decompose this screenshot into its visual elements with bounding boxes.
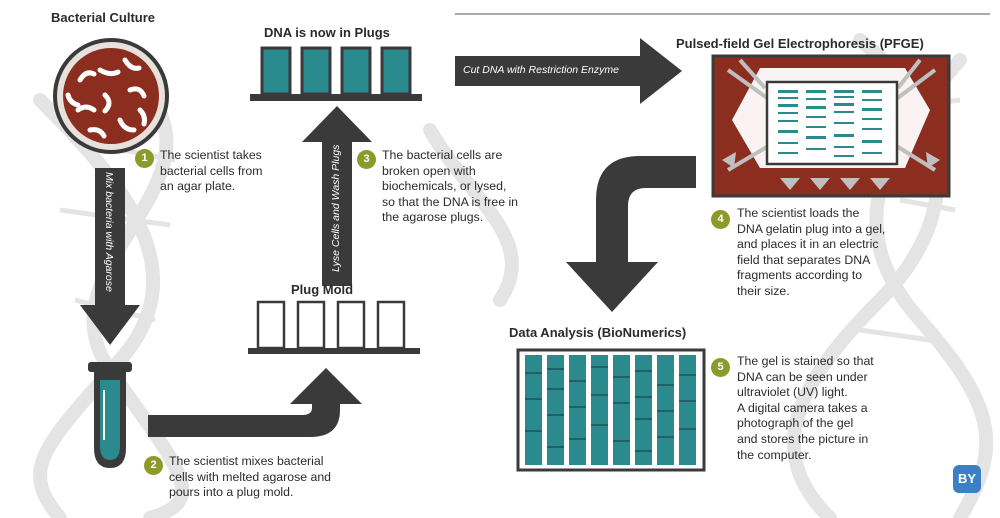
pfge-gel-box-icon bbox=[711, 54, 951, 198]
title-dna-in-plugs: DNA is now in Plugs bbox=[264, 25, 390, 40]
plug-mold-icon bbox=[248, 300, 420, 354]
transfer-arrow bbox=[566, 156, 696, 312]
petri-dish-icon bbox=[53, 38, 169, 154]
label-cut-dna: Cut DNA with Restriction Enzyme bbox=[463, 64, 619, 76]
lyse-arrow bbox=[302, 106, 372, 286]
mix-arrow bbox=[80, 168, 140, 345]
step-1-badge: 1 bbox=[135, 149, 154, 168]
title-plug-mold: Plug Mold bbox=[291, 282, 354, 297]
analysis-gel-icon bbox=[516, 348, 706, 472]
cut-arrow bbox=[455, 38, 682, 104]
title-bacterial-culture: Bacterial Culture bbox=[51, 10, 156, 25]
step-3-badge: 3 bbox=[357, 150, 376, 169]
pour-arrow bbox=[148, 368, 362, 437]
dna-plugs-icon bbox=[250, 46, 422, 101]
label-lyse-cells: Lyse Cells and Wash Plugs bbox=[330, 144, 342, 272]
watermark-logo: BY bbox=[953, 465, 981, 493]
label-mix-bacteria: Mix bacteria with Agarose bbox=[103, 172, 115, 292]
step-4-badge: 4 bbox=[711, 210, 730, 229]
step-5-badge: 5 bbox=[711, 358, 730, 377]
test-tube-icon bbox=[88, 362, 132, 468]
step-2-badge: 2 bbox=[144, 456, 163, 475]
title-pfge: Pulsed-field Gel Electrophoresis (PFGE) bbox=[676, 36, 924, 51]
title-data-analysis: Data Analysis (BioNumerics) bbox=[509, 325, 687, 340]
